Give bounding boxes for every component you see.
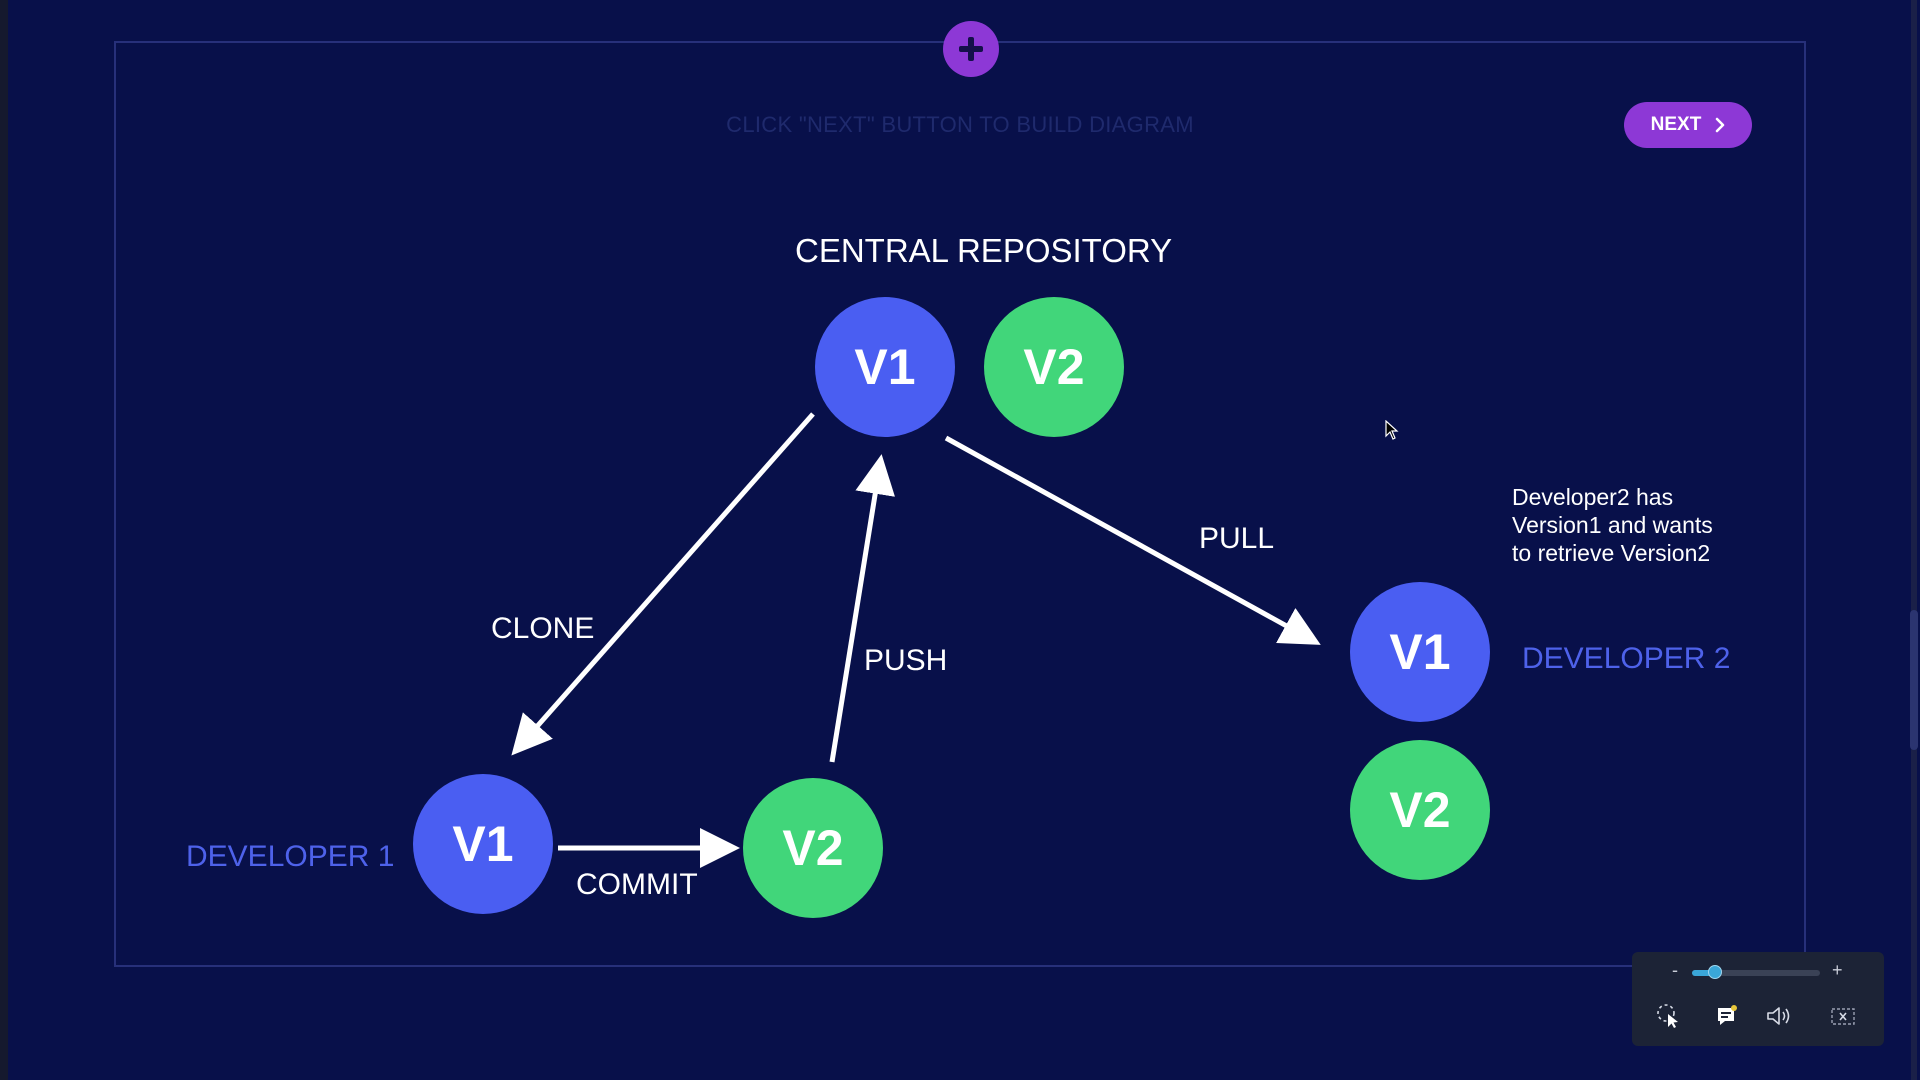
zoom-slider-fill	[1692, 970, 1716, 976]
pull-label: PULL	[1199, 522, 1275, 555]
zoom-slider-handle[interactable]	[1708, 965, 1723, 979]
central-v1-node: V1	[815, 297, 955, 437]
plus-icon	[959, 37, 983, 61]
pull-arrow	[944, 435, 1321, 645]
zoom-in-button[interactable]: +	[1832, 960, 1843, 980]
add-button[interactable]	[943, 21, 999, 77]
chevron-right-icon	[1716, 117, 1725, 133]
note-line: to retrieve Version2	[1512, 540, 1711, 566]
window-edge	[0, 0, 8, 1080]
push-label: PUSH	[864, 644, 948, 677]
volume-icon[interactable]	[1764, 1002, 1794, 1030]
next-button[interactable]: NEXT	[1624, 102, 1752, 148]
developer2-note: Developer2 has Version1 and wants to ret…	[1512, 483, 1713, 567]
developer1-v1-node: V1	[413, 774, 553, 914]
note-line: Developer2 has	[1512, 484, 1674, 510]
captions-icon[interactable]	[1712, 1002, 1742, 1030]
push-arrow	[829, 454, 895, 763]
central-repository-title: CENTRAL REPOSITORY	[795, 232, 1173, 269]
next-button-label: NEXT	[1650, 114, 1702, 135]
zoom-out-button[interactable]: -	[1672, 960, 1678, 980]
developer2-v2-node: V2	[1350, 740, 1490, 880]
scrollbar[interactable]	[1911, 0, 1917, 1080]
developer1-v2-node: V2	[743, 778, 883, 918]
player-toolbar: - +	[1632, 952, 1884, 1046]
central-v2-node: V2	[984, 297, 1124, 437]
clone-arrow	[511, 412, 815, 756]
developer2-v1-node: V1	[1350, 582, 1490, 722]
commit-label: COMMIT	[576, 868, 698, 901]
note-line: Version1 and wants	[1512, 512, 1713, 538]
scrollbar-thumb[interactable]	[1910, 610, 1918, 750]
developer2-label: DEVELOPER 2	[1522, 642, 1731, 675]
zoom-slider[interactable]	[1692, 965, 1820, 979]
pointer-icon[interactable]	[1654, 1002, 1684, 1030]
clone-label: CLONE	[491, 612, 595, 645]
developer1-label: DEVELOPER 1	[186, 840, 395, 873]
mouse-cursor-icon	[1385, 420, 1399, 440]
instruction-text: CLICK "NEXT" BUTTON TO BUILD DIAGRAM	[726, 112, 1194, 137]
close-icon[interactable]	[1828, 1002, 1858, 1030]
